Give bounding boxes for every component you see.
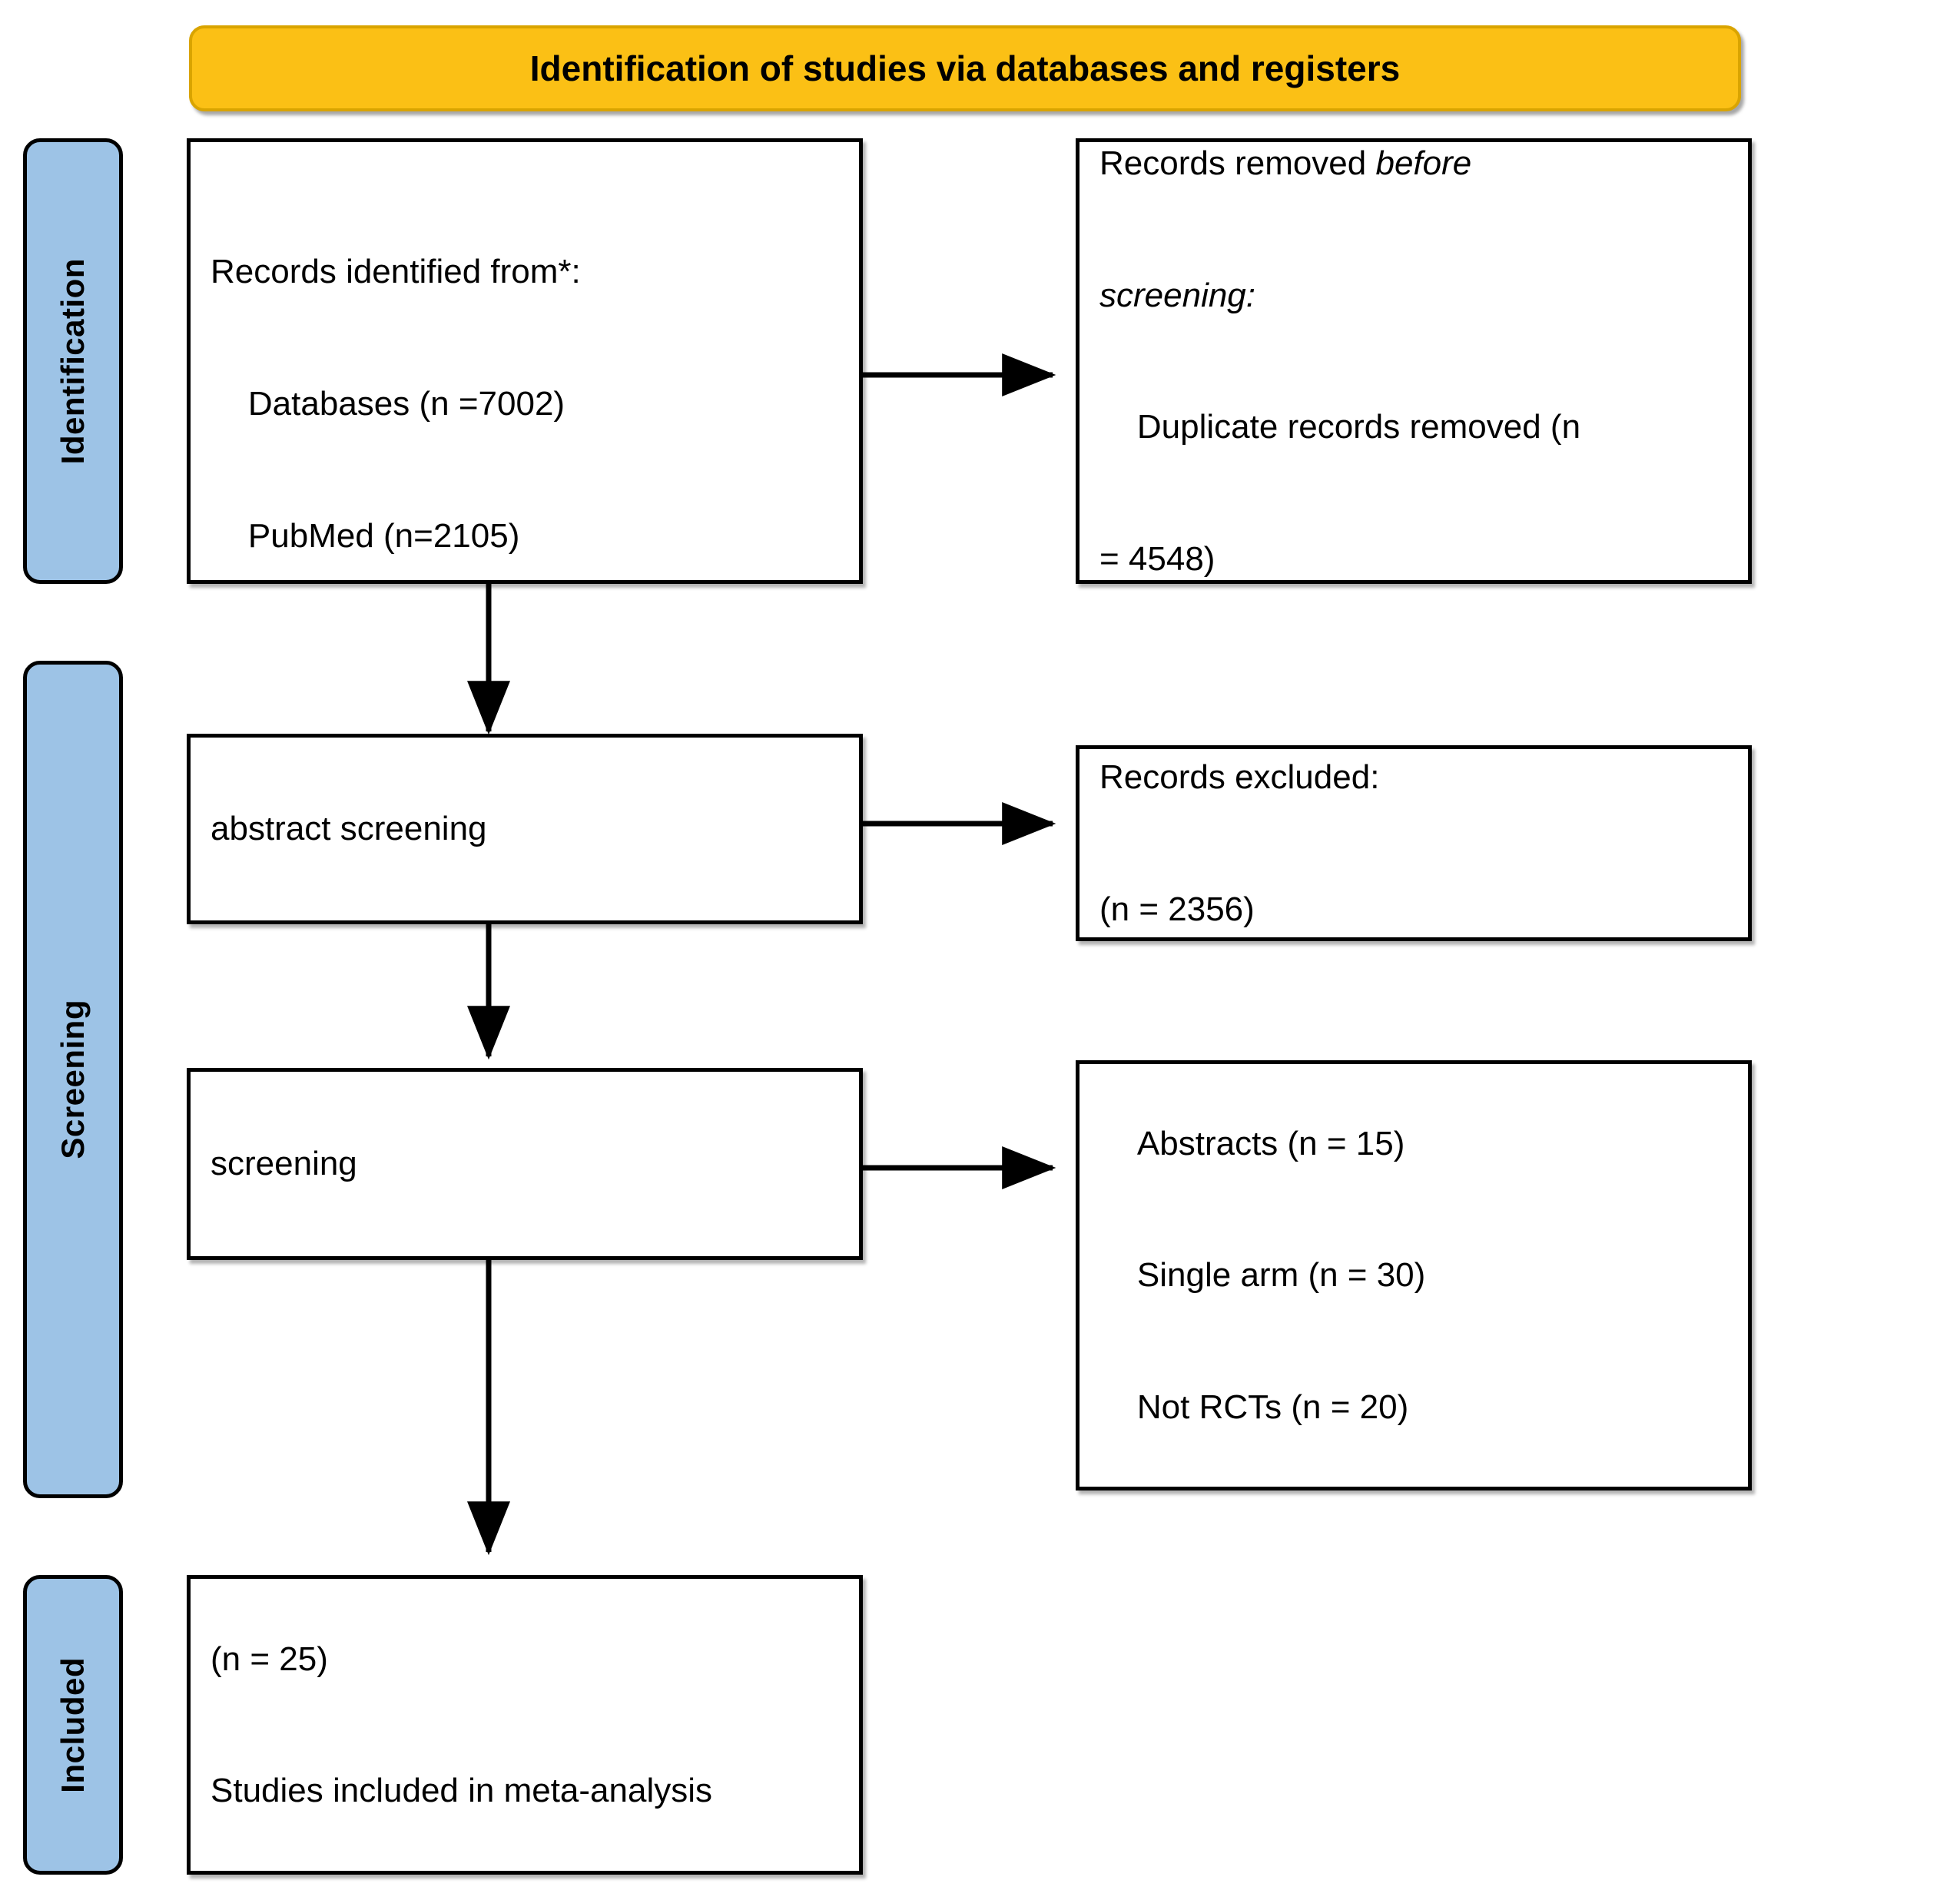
records-removed-line-1: screening: bbox=[1099, 276, 1256, 314]
stage-label-screening-text: Screening bbox=[55, 1000, 91, 1159]
fulltext-screening-box: Studies included for full text screening… bbox=[187, 1068, 863, 1260]
records-excluded-line-1: (n = 2356) bbox=[1099, 890, 1255, 928]
records-excluded-box: Records excluded: (n = 2356) bbox=[1076, 745, 1752, 941]
records-identified-box: Records identified from*: Databases (n =… bbox=[187, 138, 863, 584]
fulltext-screening-text: Studies included for full text screening… bbox=[211, 1072, 624, 1256]
studies-included-text: Studies included in review (n = 25) Stud… bbox=[211, 1579, 713, 1871]
reports-excluded-line-2: Single arm (n = 30) bbox=[1099, 1256, 1426, 1295]
stage-label-identification-text: Identification bbox=[55, 257, 91, 465]
title-abstract-screening-text: Studies included for title and abstract … bbox=[211, 738, 635, 920]
reports-excluded-text: Reports excluded: Abstracts (n = 15) Sin… bbox=[1099, 1064, 1426, 1487]
title-abstract-line-1: abstract screening bbox=[211, 810, 487, 848]
reports-excluded-line-3: Not RCTs (n = 20) bbox=[1099, 1388, 1409, 1426]
stage-label-identification: Identification bbox=[23, 138, 123, 584]
title-abstract-screening-box: Studies included for title and abstract … bbox=[187, 734, 863, 924]
diagram-title-banner: Identification of studies via databases … bbox=[189, 25, 1741, 111]
records-identified-text: Records identified from*: Databases (n =… bbox=[211, 162, 839, 580]
studies-included-box: Studies included in review (n = 25) Stud… bbox=[187, 1575, 863, 1875]
records-removed-line-0-text: Records removed before bbox=[1099, 144, 1472, 183]
fulltext-line-1: screening bbox=[211, 1145, 357, 1183]
stage-label-screening: Screening bbox=[23, 661, 123, 1498]
records-identified-line-2: PubMed (n=2105) bbox=[211, 516, 520, 555]
records-removed-line-2: Duplicate records removed (n bbox=[1099, 408, 1581, 446]
reports-excluded-line-1: Abstracts (n = 15) bbox=[1099, 1124, 1405, 1162]
records-excluded-line-0: Records excluded: bbox=[1099, 758, 1380, 797]
records-identified-line-0: Records identified from*: bbox=[211, 253, 581, 291]
records-removed-line-3: = 4548) bbox=[1099, 539, 1215, 578]
records-removed-text: Records removed before screening: Duplic… bbox=[1099, 142, 1581, 580]
reports-excluded-box: Reports excluded: Abstracts (n = 15) Sin… bbox=[1076, 1060, 1752, 1490]
studies-included-line-2: Studies included in meta-analysis bbox=[211, 1772, 713, 1810]
stage-label-included: Included bbox=[23, 1575, 123, 1875]
records-identified-line-1: Databases (n =7002) bbox=[211, 384, 565, 423]
records-removed-emphasis: before bbox=[1375, 144, 1472, 183]
stage-label-included-text: Included bbox=[55, 1656, 91, 1793]
records-removed-line-0: Records removed before bbox=[1099, 142, 1580, 185]
records-excluded-text: Records excluded: (n = 2356) bbox=[1099, 749, 1380, 937]
studies-included-line-1: (n = 25) bbox=[211, 1640, 328, 1678]
records-removed-box: Records removed before screening: Duplic… bbox=[1076, 138, 1752, 584]
page-title: Identification of studies via databases … bbox=[529, 48, 1401, 88]
